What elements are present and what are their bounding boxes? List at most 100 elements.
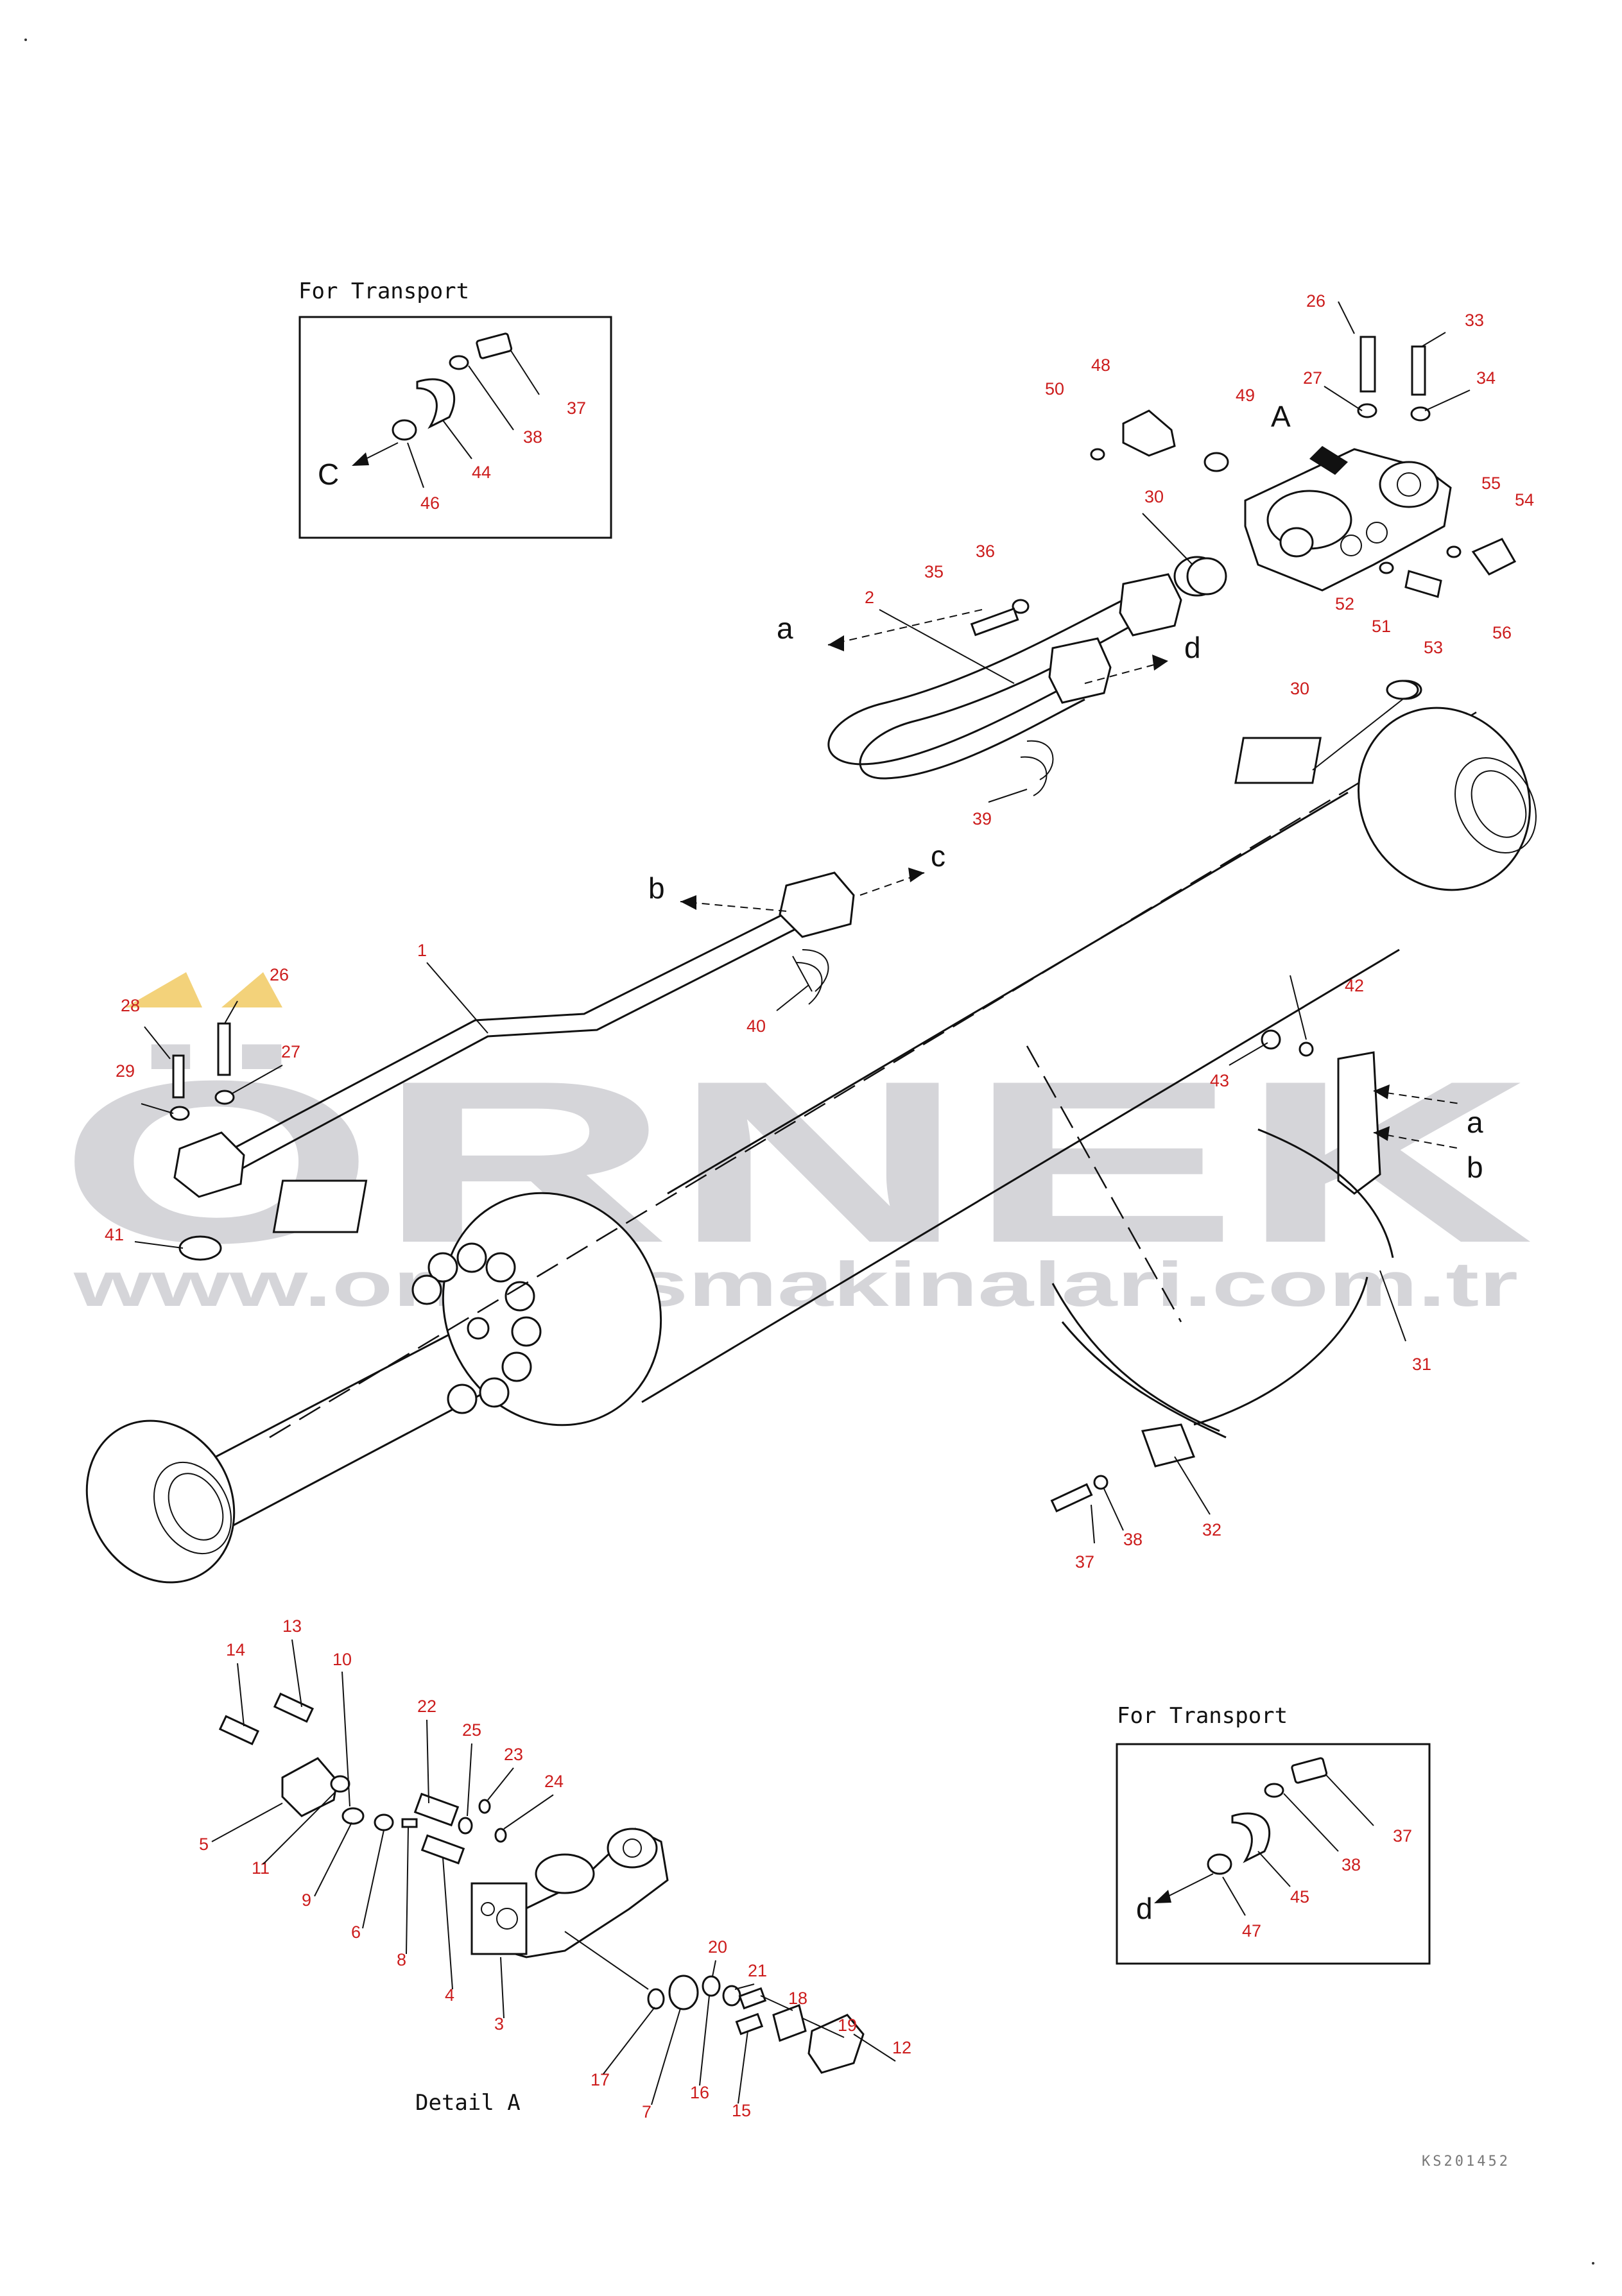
cylinder-head-block [272, 1179, 368, 1233]
watermark-brand: ÖRNEK [58, 1033, 1534, 1291]
cylinder-head [442, 1192, 662, 1426]
transport-bottom-title: For Transport [1117, 1703, 1288, 1729]
direction-letters: A a d b c a b C d [318, 400, 1483, 1925]
callout: 18 [788, 1989, 807, 2008]
callout: 36 [976, 542, 995, 561]
callout: 12 [892, 2038, 911, 2057]
direction-arrows [680, 446, 1461, 1149]
boom-cylinder [85, 707, 1537, 1584]
callout: 17 [591, 2070, 610, 2089]
letter-d-top: d [1184, 631, 1201, 664]
watermark: ÖRNEK www.ornekismakinalari.com.tr [58, 972, 1534, 1319]
callout: 14 [226, 1640, 245, 1659]
callout: 23 [504, 1745, 523, 1764]
callout: 1 [417, 941, 427, 960]
tube-1 [173, 871, 855, 1198]
callout: 9 [302, 1890, 311, 1910]
callout: 38 [523, 427, 542, 447]
letter-d-box: d [1136, 1892, 1153, 1925]
callout: 46 [420, 493, 440, 513]
bolts-left [169, 1022, 235, 1121]
valve-assembly-top [1244, 448, 1452, 592]
top-fittings [970, 336, 1517, 700]
callout: 15 [732, 2101, 751, 2120]
callout: 26 [270, 965, 289, 984]
callout: 38 [1123, 1530, 1143, 1549]
callout: 44 [472, 463, 491, 482]
callout: 7 [642, 2102, 651, 2121]
callout: 30 [1144, 487, 1164, 506]
watermark-accent-right [221, 972, 282, 1007]
callout: 29 [116, 1061, 135, 1081]
callout: 21 [748, 1961, 767, 1980]
hose-2 [827, 573, 1182, 796]
callout: 38 [1342, 1855, 1361, 1874]
drawing-code: KS201452 [1422, 2154, 1510, 2170]
transport-box-bottom: For Transport [1116, 1703, 1431, 1965]
callout: 3 [494, 2014, 504, 2034]
callout-numbers: 26 33 48 27 34 50 49 30 55 54 36 35 2 52… [105, 291, 1534, 2121]
rod-eye [85, 1419, 236, 1584]
callout: 13 [282, 1616, 302, 1636]
callout: 10 [332, 1650, 352, 1669]
letter-a-top: a [777, 612, 793, 645]
callout: 55 [1481, 474, 1501, 493]
detail-leader-lines [211, 1639, 896, 2105]
transport-box-top: For Transport [298, 278, 612, 539]
callout: 8 [397, 1950, 406, 1969]
bottom-eye [1358, 707, 1531, 891]
callout: 37 [567, 398, 586, 418]
letter-c-mid: c [931, 839, 945, 873]
callout: 41 [105, 1225, 124, 1244]
callout: 32 [1202, 1520, 1221, 1539]
callout: 25 [462, 1720, 481, 1740]
detail-a: Detail A [218, 1692, 865, 2116]
transport-top-title: For Transport [298, 278, 469, 304]
watermark-url: www.ornekismakinalari.com.tr [73, 1249, 1518, 1319]
o-ring-30-right [1386, 680, 1419, 700]
callout: 50 [1045, 379, 1064, 398]
callout: 31 [1412, 1355, 1431, 1374]
callout: 6 [351, 1923, 361, 1942]
callout: 2 [865, 588, 874, 607]
callout: 49 [1236, 386, 1255, 405]
callout: 33 [1465, 311, 1484, 330]
o-ring-41 [178, 1235, 222, 1261]
callout: 26 [1306, 291, 1325, 311]
callout: 34 [1476, 368, 1496, 388]
callout: 20 [708, 1937, 727, 1957]
clamps [1026, 1029, 1394, 1512]
letter-C-box: C [318, 458, 339, 491]
callout: 28 [121, 996, 140, 1015]
corner-speck-bottom [1592, 2262, 1594, 2265]
callout: 37 [1393, 1826, 1412, 1846]
callout: 37 [1075, 1552, 1094, 1572]
letter-b-mid: b [648, 871, 665, 905]
callout: 52 [1335, 594, 1354, 613]
gland-bolts [411, 1242, 542, 1414]
letter-b-right: b [1467, 1151, 1483, 1184]
callout: 27 [281, 1042, 300, 1061]
callout: 53 [1424, 638, 1443, 657]
callout: 42 [1345, 976, 1364, 995]
callout: 56 [1492, 623, 1512, 642]
callout: 39 [972, 809, 992, 828]
corner-speck-top [24, 39, 27, 41]
callout: 4 [445, 1985, 454, 2005]
callout: 35 [924, 562, 944, 581]
callout: 51 [1372, 617, 1391, 636]
letter-a-right: a [1467, 1106, 1483, 1139]
callout: 5 [199, 1835, 209, 1854]
callout: 40 [746, 1016, 766, 1036]
watermark-accent-left [125, 972, 202, 1007]
callout: 45 [1290, 1887, 1309, 1906]
o-ring-30-top [1186, 557, 1227, 595]
callout: 43 [1210, 1071, 1229, 1090]
callout: 48 [1091, 356, 1110, 375]
callout: 27 [1303, 368, 1322, 388]
callout: 30 [1290, 679, 1309, 698]
letter-A: A [1271, 400, 1291, 433]
leader-lines [134, 301, 1471, 1544]
callout: 16 [690, 2083, 709, 2102]
